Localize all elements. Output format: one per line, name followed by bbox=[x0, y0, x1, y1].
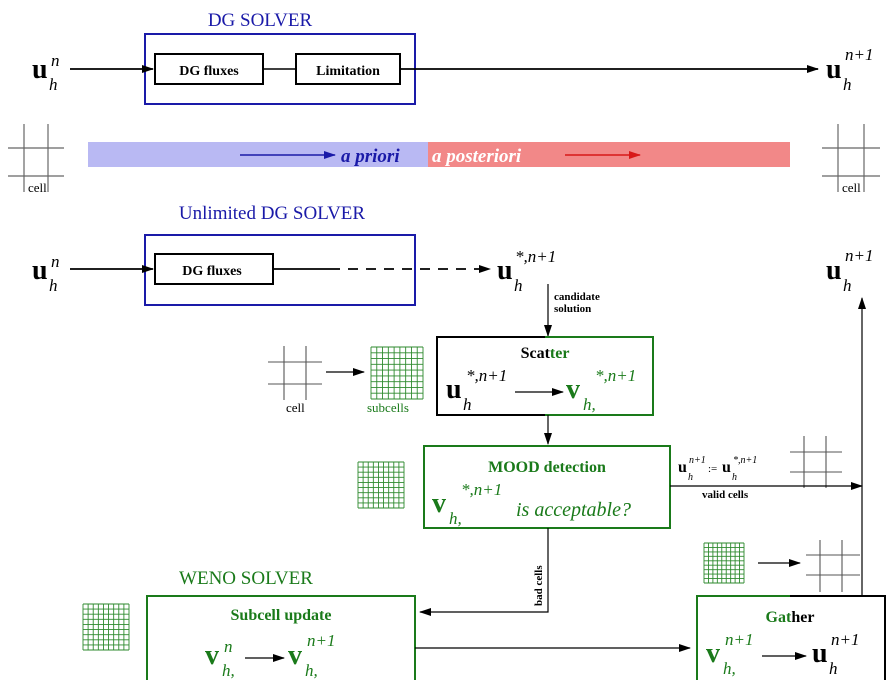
weno-v2-sup: n+1 bbox=[307, 631, 335, 650]
weno-v1-sub: h, bbox=[222, 661, 235, 680]
unlimited-input-sup: n bbox=[51, 252, 60, 271]
mood-v-sub: h, bbox=[449, 509, 462, 528]
dg-solver-title: DG SOLVER bbox=[208, 10, 313, 31]
scatter-cell-label: cell bbox=[286, 400, 305, 415]
candidate-sub: h bbox=[514, 276, 523, 295]
valid-cell-grid-icon bbox=[790, 436, 842, 488]
gather-v-symbol: v bbox=[706, 638, 720, 669]
weno-box bbox=[146, 595, 416, 680]
valid-assign-rhs-sup: *,n+1 bbox=[733, 455, 757, 466]
scatter-cell-grid-icon bbox=[268, 346, 322, 400]
top-input-sub: h bbox=[49, 75, 58, 94]
mood-subcells-grid-icon bbox=[357, 461, 405, 509]
gather-title: Gather bbox=[766, 609, 815, 626]
unlimited-input-symbol: u bbox=[32, 255, 48, 286]
mood-question: is acceptable? bbox=[516, 499, 631, 521]
dg-fluxes-box bbox=[154, 53, 264, 85]
dg-fluxes-label: DG fluxes bbox=[179, 64, 239, 79]
weno-v1-sup: n bbox=[224, 637, 233, 656]
candidate-solution-line1: candidate bbox=[554, 291, 600, 303]
valid-assign-op: := bbox=[708, 463, 717, 475]
mood-v-symbol: v bbox=[432, 488, 446, 519]
scatter-u-sub: h bbox=[463, 395, 472, 414]
gather-u-sub: h bbox=[829, 659, 838, 678]
scatter-v-sup: *,n+1 bbox=[595, 366, 636, 385]
bad-cells-label: bad cells bbox=[533, 565, 545, 606]
candidate-sup: *,n+1 bbox=[515, 247, 556, 266]
gather-subcells-grid-icon bbox=[703, 542, 745, 584]
valid-assign-lhs-sup: n+1 bbox=[689, 455, 706, 466]
valid-assign-lhs: u bbox=[678, 459, 687, 476]
gather-box-green-edge bbox=[696, 595, 790, 680]
weno-subcells-grid-icon bbox=[82, 603, 130, 651]
top-output-sub: h bbox=[843, 75, 852, 94]
right-cell-grid-icon bbox=[822, 124, 880, 192]
weno-v2-symbol: v bbox=[288, 640, 302, 671]
final-output-sub: h bbox=[843, 276, 852, 295]
bad-cells-arrow bbox=[419, 528, 549, 616]
mood-v-sup: *,n+1 bbox=[461, 480, 502, 499]
mood-box bbox=[423, 445, 671, 529]
weno-subcell-update-title: Subcell update bbox=[231, 607, 332, 624]
final-output-symbol: u bbox=[826, 255, 842, 286]
gather-u-sup: n+1 bbox=[831, 630, 859, 649]
scatter-subcells-label: subcells bbox=[367, 400, 409, 415]
unlimited-input-sub: h bbox=[49, 276, 58, 295]
scatter-v-sub: h, bbox=[583, 395, 596, 414]
unlimited-dg-fluxes-box bbox=[154, 253, 274, 285]
valid-assign-rhs-sub: h bbox=[732, 472, 737, 483]
weno-solver-title: WENO SOLVER bbox=[179, 568, 313, 589]
scatter-title: Scatter bbox=[521, 345, 570, 362]
weno-v1-symbol: v bbox=[205, 640, 219, 671]
top-output-sup: n+1 bbox=[845, 45, 873, 64]
candidate-symbol: u bbox=[497, 255, 513, 286]
weno-v2-sub: h, bbox=[305, 661, 318, 680]
a-posteriori-label: a posteriori bbox=[432, 146, 522, 167]
gather-u-symbol: u bbox=[812, 638, 828, 669]
scatter-v-symbol: v bbox=[566, 374, 580, 405]
gather-v-sub: h, bbox=[723, 659, 736, 678]
right-cell-label: cell bbox=[842, 180, 861, 195]
top-output-symbol: u bbox=[826, 54, 842, 85]
scatter-box bbox=[436, 336, 654, 416]
gather-cell-grid-icon bbox=[806, 540, 860, 592]
scatter-u-symbol: u bbox=[446, 374, 462, 405]
limitation-label: Limitation bbox=[316, 64, 380, 79]
top-input-sup: n bbox=[51, 51, 60, 70]
scatter-subcells-grid-icon bbox=[370, 346, 424, 400]
mood-title: MOOD detection bbox=[488, 459, 606, 476]
scatter-box-green-edge bbox=[545, 336, 654, 416]
top-input-symbol: u bbox=[32, 54, 48, 85]
unlimited-dg-title: Unlimited DG SOLVER bbox=[179, 203, 365, 224]
gather-box bbox=[696, 595, 886, 680]
gather-v-sup: n+1 bbox=[725, 630, 753, 649]
left-cell-grid-icon bbox=[8, 124, 64, 192]
left-cell-label: cell bbox=[28, 180, 47, 195]
candidate-solution-line2: solution bbox=[554, 303, 591, 315]
valid-assign-rhs: u bbox=[722, 459, 731, 476]
limitation-box bbox=[295, 53, 401, 85]
a-priori-label: a priori bbox=[341, 146, 400, 167]
valid-assign-lhs-sub: h bbox=[688, 472, 693, 483]
final-output-sup: n+1 bbox=[845, 246, 873, 265]
valid-cells-label: valid cells bbox=[702, 489, 749, 501]
unlimited-dg-fluxes-label: DG fluxes bbox=[182, 264, 242, 279]
scatter-u-sup: *,n+1 bbox=[466, 366, 507, 385]
